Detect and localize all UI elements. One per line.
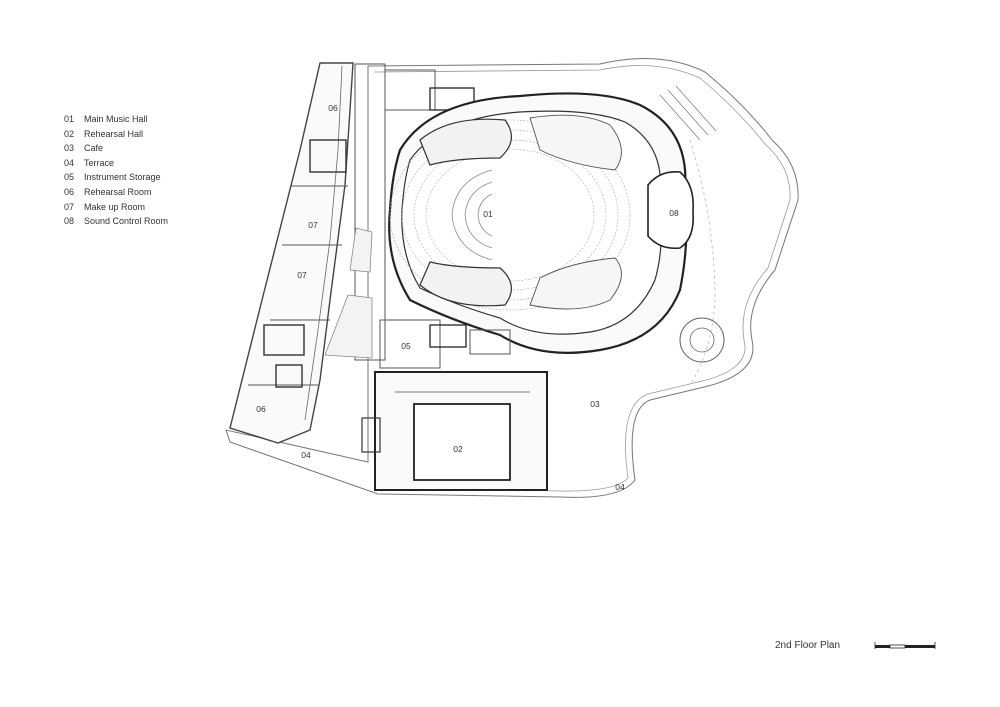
- corridor-block: [354, 63, 386, 361]
- legend-item: 08 Sound Control Room: [64, 214, 264, 229]
- legend-label: Terrace: [84, 157, 115, 168]
- legend-label: Rehearsal Hall: [84, 128, 144, 139]
- legend-number: 05: [64, 172, 75, 183]
- legend: 01 Main Music Hall 02 Rehearsal Hall 03 Caf…: [64, 112, 264, 229]
- site-outline: [225, 58, 799, 498]
- site-dashed-line: [689, 139, 716, 386]
- legend-number: 08: [64, 216, 75, 227]
- scale-bar: [874, 642, 936, 649]
- legend-label: Main Music Hall: [84, 114, 148, 124]
- legend-label: Make up Room: [84, 201, 146, 212]
- legend-number: 02: [64, 128, 75, 139]
- balcony-pod: [529, 114, 622, 171]
- lobby-shape: [349, 227, 373, 273]
- legend-number: 03: [64, 143, 75, 154]
- legend-number: 06: [64, 186, 75, 197]
- legend-item: 02 Rehearsal Hall: [64, 127, 264, 142]
- service-strip: [429, 324, 467, 348]
- legend-item: 06 Rehearsal Room: [64, 185, 264, 200]
- rehearsal-hall: [413, 403, 511, 481]
- label-makeup-room-bottom: 07: [297, 270, 307, 280]
- stage-arc: [451, 169, 493, 261]
- stair-line: [659, 94, 701, 141]
- legend-item: 01 Main Music Hall: [64, 112, 264, 127]
- label-rehearsal-hall: 02: [453, 444, 463, 454]
- stair-core: [361, 417, 381, 453]
- label-terrace-right: 04: [615, 482, 625, 492]
- legend-label: Rehearsal Room: [84, 186, 152, 197]
- balcony-pod: [419, 118, 512, 166]
- stage-arc: [464, 181, 493, 249]
- service-strip: [469, 329, 511, 355]
- legend-item: 04 Terrace: [64, 156, 264, 171]
- lobby-shape: [324, 294, 373, 359]
- legend-item: 03 Cafe: [64, 141, 264, 156]
- seating-ring: [425, 148, 595, 282]
- stair-core: [309, 139, 347, 173]
- stair-core: [263, 324, 305, 356]
- legend-number: 07: [64, 201, 75, 212]
- stair-line: [667, 89, 709, 136]
- stair-line: [675, 85, 717, 132]
- stair-core: [275, 364, 303, 388]
- label-rehearsal-room-top: 06: [328, 103, 338, 113]
- label-sound-control-room: 08: [669, 208, 679, 218]
- legend-label: Instrument Storage: [84, 172, 161, 183]
- plan-title: 2nd Floor Plan: [775, 640, 841, 651]
- spiral-stair: [689, 327, 715, 353]
- legend-item: 05 Instrument Storage: [64, 170, 264, 185]
- label-makeup-room-top: 07: [308, 220, 318, 230]
- label-terrace-left: 04: [301, 450, 311, 460]
- spiral-stair: [679, 317, 725, 363]
- label-rehearsal-room-bottom: 06: [256, 404, 266, 414]
- balcony-pod: [529, 257, 622, 310]
- west-wing-inner-wall: [304, 65, 343, 421]
- label-cafe: 03: [590, 399, 600, 409]
- sound-control-room: [647, 170, 695, 250]
- stage-arc: [477, 193, 493, 237]
- service-block: [384, 69, 436, 111]
- legend-number: 01: [64, 114, 75, 124]
- service-strip: [379, 319, 441, 369]
- legend-label: Sound Control Room: [84, 216, 169, 227]
- balcony-pod: [419, 261, 512, 307]
- legend-label: Cafe: [84, 143, 104, 154]
- legend-item: 07 Make up Room: [64, 200, 264, 215]
- seating-ring: [389, 119, 631, 311]
- west-wing: [229, 62, 354, 444]
- label-instrument-storage: 05: [401, 341, 411, 351]
- site-outline-inner: [373, 65, 791, 492]
- legend-number: 04: [64, 157, 75, 168]
- label-main-music-hall: 01: [483, 209, 493, 219]
